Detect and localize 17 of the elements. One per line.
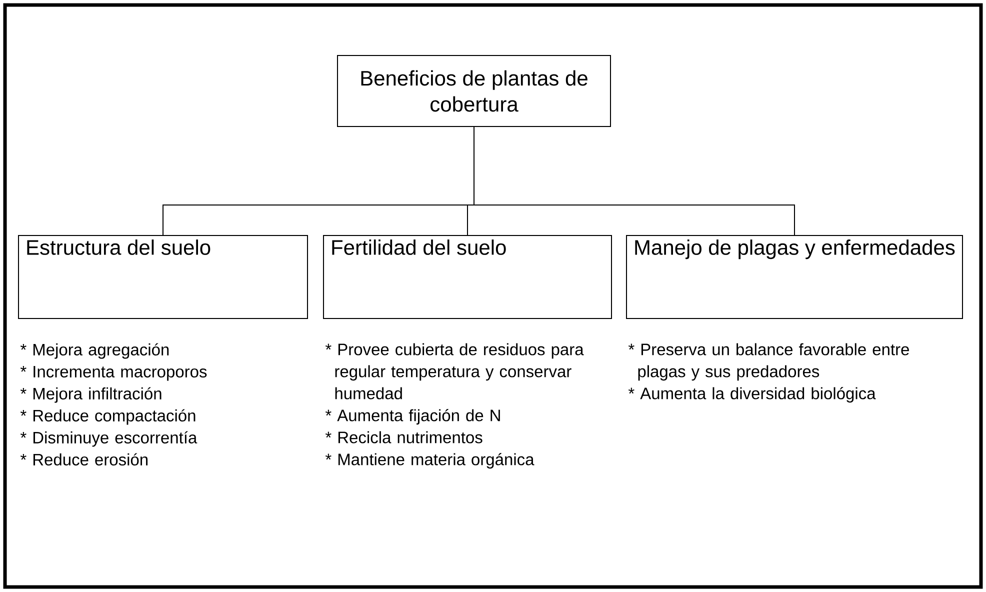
bullet-item: * Mantiene materia orgánica [325, 453, 534, 469]
bullet-item: * Aumenta la diversidad biológica [628, 387, 876, 403]
category-box: Fertilidad del suelo [323, 235, 612, 319]
category-box: Estructura del suelo [18, 235, 308, 319]
bullet-item: * Disminuye escorrentía [20, 431, 198, 447]
category-box: Manejo de plagas y enfermedades [626, 235, 963, 319]
bullet-item: * Mejora infiltración [20, 387, 162, 403]
bullet-item: * Reduce compactación [20, 409, 196, 425]
bullet-item: * Preserva un balance favorable entre plagas y sus predadores [628, 343, 909, 381]
connector-line [474, 126, 795, 236]
bullet-item: * Incrementa macroporos [20, 366, 207, 381]
bullet-item: * Reduce erosión [20, 453, 148, 466]
bullet-item: * Provee cubierta de residuos para regular temperatura y conservar humedad [325, 343, 584, 400]
title-box: Beneficios de plantas de cobertura [337, 55, 611, 127]
bullet-item: * Aumenta fijación de N [325, 409, 500, 425]
bullet-item: * Recicla nutrimentos [325, 431, 482, 444]
bullet-item: * Mejora agregación [20, 343, 169, 359]
